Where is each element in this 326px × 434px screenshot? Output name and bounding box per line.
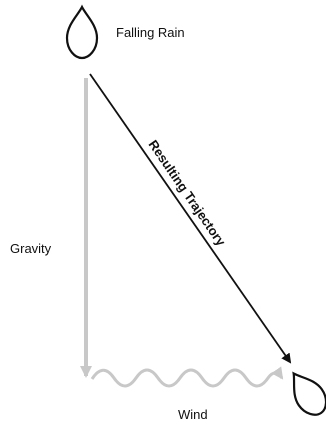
- resulting-trajectory-arrow: [89, 73, 292, 364]
- gravity-label: Gravity: [10, 241, 52, 256]
- raindrop-icon: [65, 4, 99, 60]
- raindrop-icon: [292, 371, 326, 416]
- falling-rain-label: Falling Rain: [116, 25, 185, 40]
- wind-label: Wind: [178, 407, 208, 422]
- resulting-trajectory-label: Resulting Trajectory: [146, 137, 230, 249]
- wind-arrow: [90, 366, 284, 388]
